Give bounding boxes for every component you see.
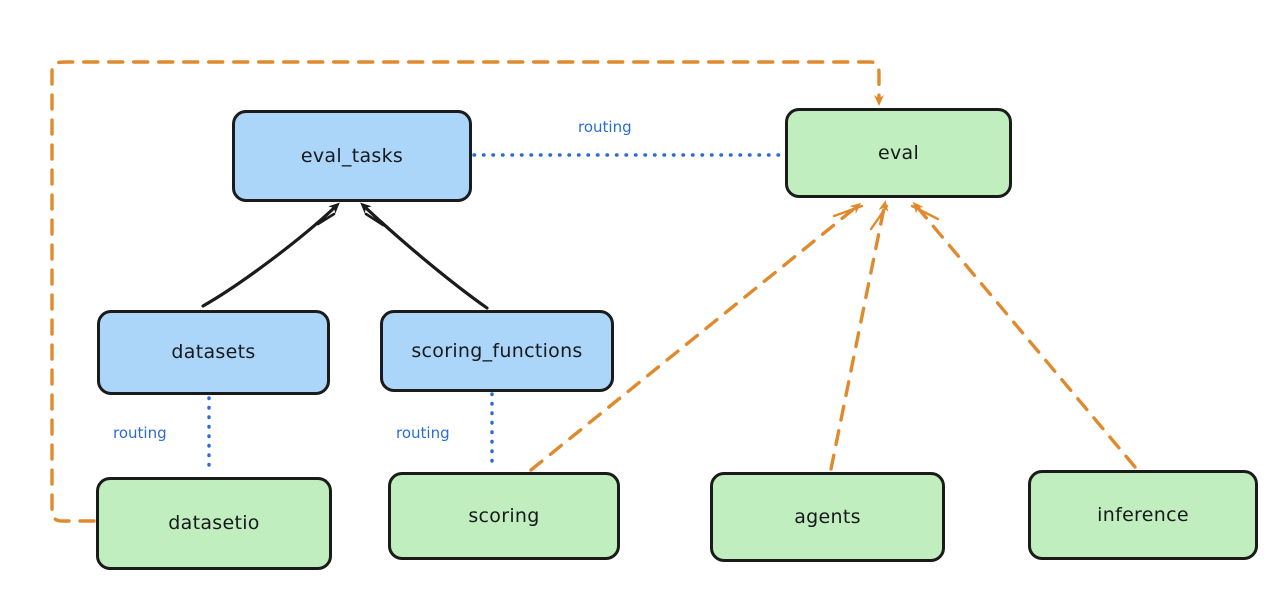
node-datasetio[interactable]: datasetio: [96, 477, 332, 570]
edge-label-routing-scoring_functions-scoring: routing: [396, 424, 450, 442]
node-agents[interactable]: agents: [710, 472, 945, 562]
node-datasets[interactable]: datasets: [97, 310, 330, 395]
node-label: datasetio: [168, 512, 260, 535]
edge-label-routing-datasets-datasetio: routing: [113, 424, 167, 442]
node-label: datasets: [171, 341, 256, 364]
node-label: inference: [1097, 503, 1189, 526]
edge-datasets-to-eval_tasks: [201, 202, 340, 308]
edge-agents-to-eval: [829, 200, 889, 471]
node-inference[interactable]: inference: [1028, 470, 1258, 560]
node-label: scoring_functions: [411, 339, 583, 362]
edge-scoring_functions-to-eval_tasks: [360, 202, 489, 310]
node-label: agents: [794, 505, 861, 528]
node-label: eval: [877, 141, 920, 164]
node-label: scoring: [468, 504, 540, 527]
node-eval_tasks[interactable]: eval_tasks: [232, 110, 472, 202]
node-scoring_functions[interactable]: scoring_functions: [380, 310, 614, 392]
node-label: eval_tasks: [300, 144, 404, 167]
node-scoring[interactable]: scoring: [388, 472, 620, 560]
edge-inference-to-eval: [910, 201, 1137, 469]
node-eval[interactable]: eval: [785, 108, 1012, 198]
edge-label-routing-eval_tasks-eval: routing: [578, 118, 632, 136]
